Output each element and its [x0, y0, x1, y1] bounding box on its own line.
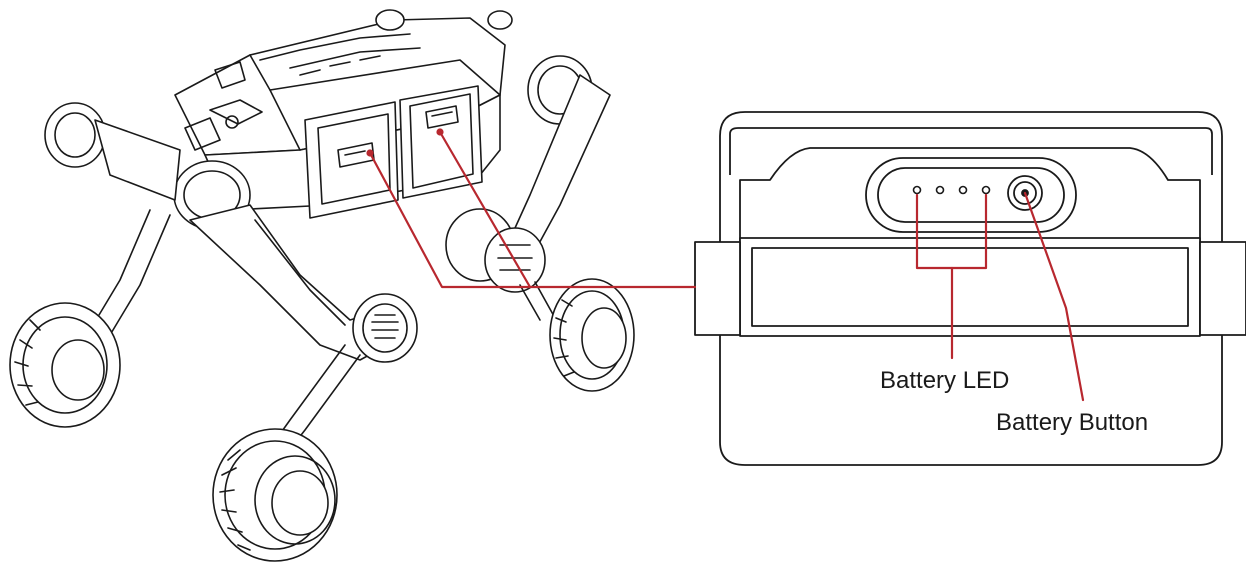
battery-handle: [739, 237, 1201, 337]
callout-lines: [366, 128, 1085, 402]
callout-line-bay-2: [438, 130, 532, 289]
callout-line-bay-1: [368, 151, 697, 289]
robot-leg-front-right: [445, 55, 635, 392]
battery-led-label: Battery LED: [880, 367, 1010, 394]
battery-led-3: [958, 185, 968, 195]
battery-button-label: Battery Button: [996, 409, 1149, 436]
callout-line-button: [1023, 191, 1085, 402]
robot-leg-rear-right: [375, 9, 513, 31]
robot-illustration: [9, 9, 635, 562]
robot-wheel-front: [212, 428, 338, 562]
battery-module-inset: [694, 111, 1246, 466]
battery-led-4: [981, 185, 991, 195]
robot-leg-rear-left: [9, 102, 181, 428]
battery-led-row: [912, 185, 991, 195]
battery-led-1: [912, 185, 922, 195]
robot-body: [174, 17, 506, 219]
battery-led-2: [935, 185, 945, 195]
